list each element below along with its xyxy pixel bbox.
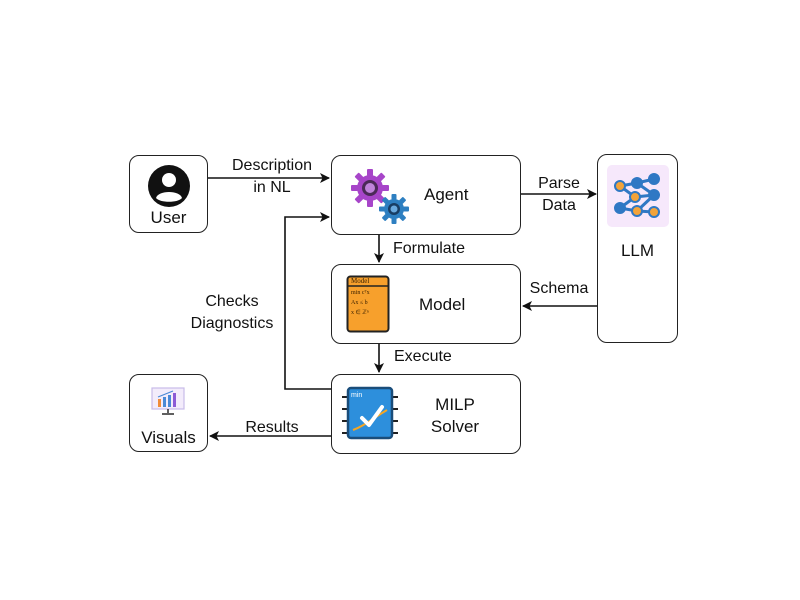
edge-label-description-line-1: Description bbox=[231, 157, 313, 174]
milp-label-line-2: Solver bbox=[430, 417, 480, 436]
edge-label-parse-line-2: Data bbox=[542, 197, 576, 214]
edge-label-schema: Schema bbox=[529, 280, 589, 297]
milp-label-line-1: MILP bbox=[435, 395, 475, 414]
gears-icon bbox=[346, 166, 412, 226]
model-label: Model bbox=[419, 295, 466, 314]
visuals-node: Visuals bbox=[129, 374, 208, 452]
neural-network-icon bbox=[607, 165, 669, 227]
edge-label-formulate: Formulate bbox=[393, 240, 466, 257]
edge-label-results: Results bbox=[245, 419, 299, 436]
user-label: User bbox=[150, 208, 187, 227]
visuals-label: Visuals bbox=[141, 428, 196, 447]
agent-node: Agent bbox=[331, 155, 521, 235]
user-node: User bbox=[129, 155, 208, 233]
milp-solver-node: min MILP Solver bbox=[331, 374, 521, 454]
model-document-icon: Model min cᵀx Ax ≤ b x ∈ ℤⁿ bbox=[346, 275, 390, 333]
model-card-title: Model bbox=[351, 277, 370, 285]
model-card-line-2: Ax ≤ b bbox=[351, 300, 368, 306]
arrow-solver-to-agent bbox=[284, 212, 331, 390]
agent-label: Agent bbox=[424, 185, 469, 204]
user-avatar-icon bbox=[145, 164, 193, 208]
solver-chip-icon: min bbox=[342, 385, 398, 441]
edge-label-parse-line-1: Parse bbox=[538, 175, 580, 192]
edge-label-description-line-2: in NL bbox=[253, 179, 291, 196]
model-node: Model min cᵀx Ax ≤ b x ∈ ℤⁿ Model bbox=[331, 264, 521, 344]
model-card-line-1: min cᵀx bbox=[351, 290, 370, 296]
solver-min-text: min bbox=[351, 392, 363, 399]
llm-node: LLM bbox=[597, 154, 678, 343]
edge-label-checks-line-1: Checks bbox=[205, 293, 259, 310]
edge-label-checks-line-2: Diagnostics bbox=[190, 315, 274, 332]
edge-label-execute: Execute bbox=[394, 348, 452, 365]
llm-label: LLM bbox=[620, 241, 655, 260]
bar-chart-monitor-icon bbox=[151, 387, 185, 415]
model-card-line-3: x ∈ ℤⁿ bbox=[351, 310, 369, 316]
